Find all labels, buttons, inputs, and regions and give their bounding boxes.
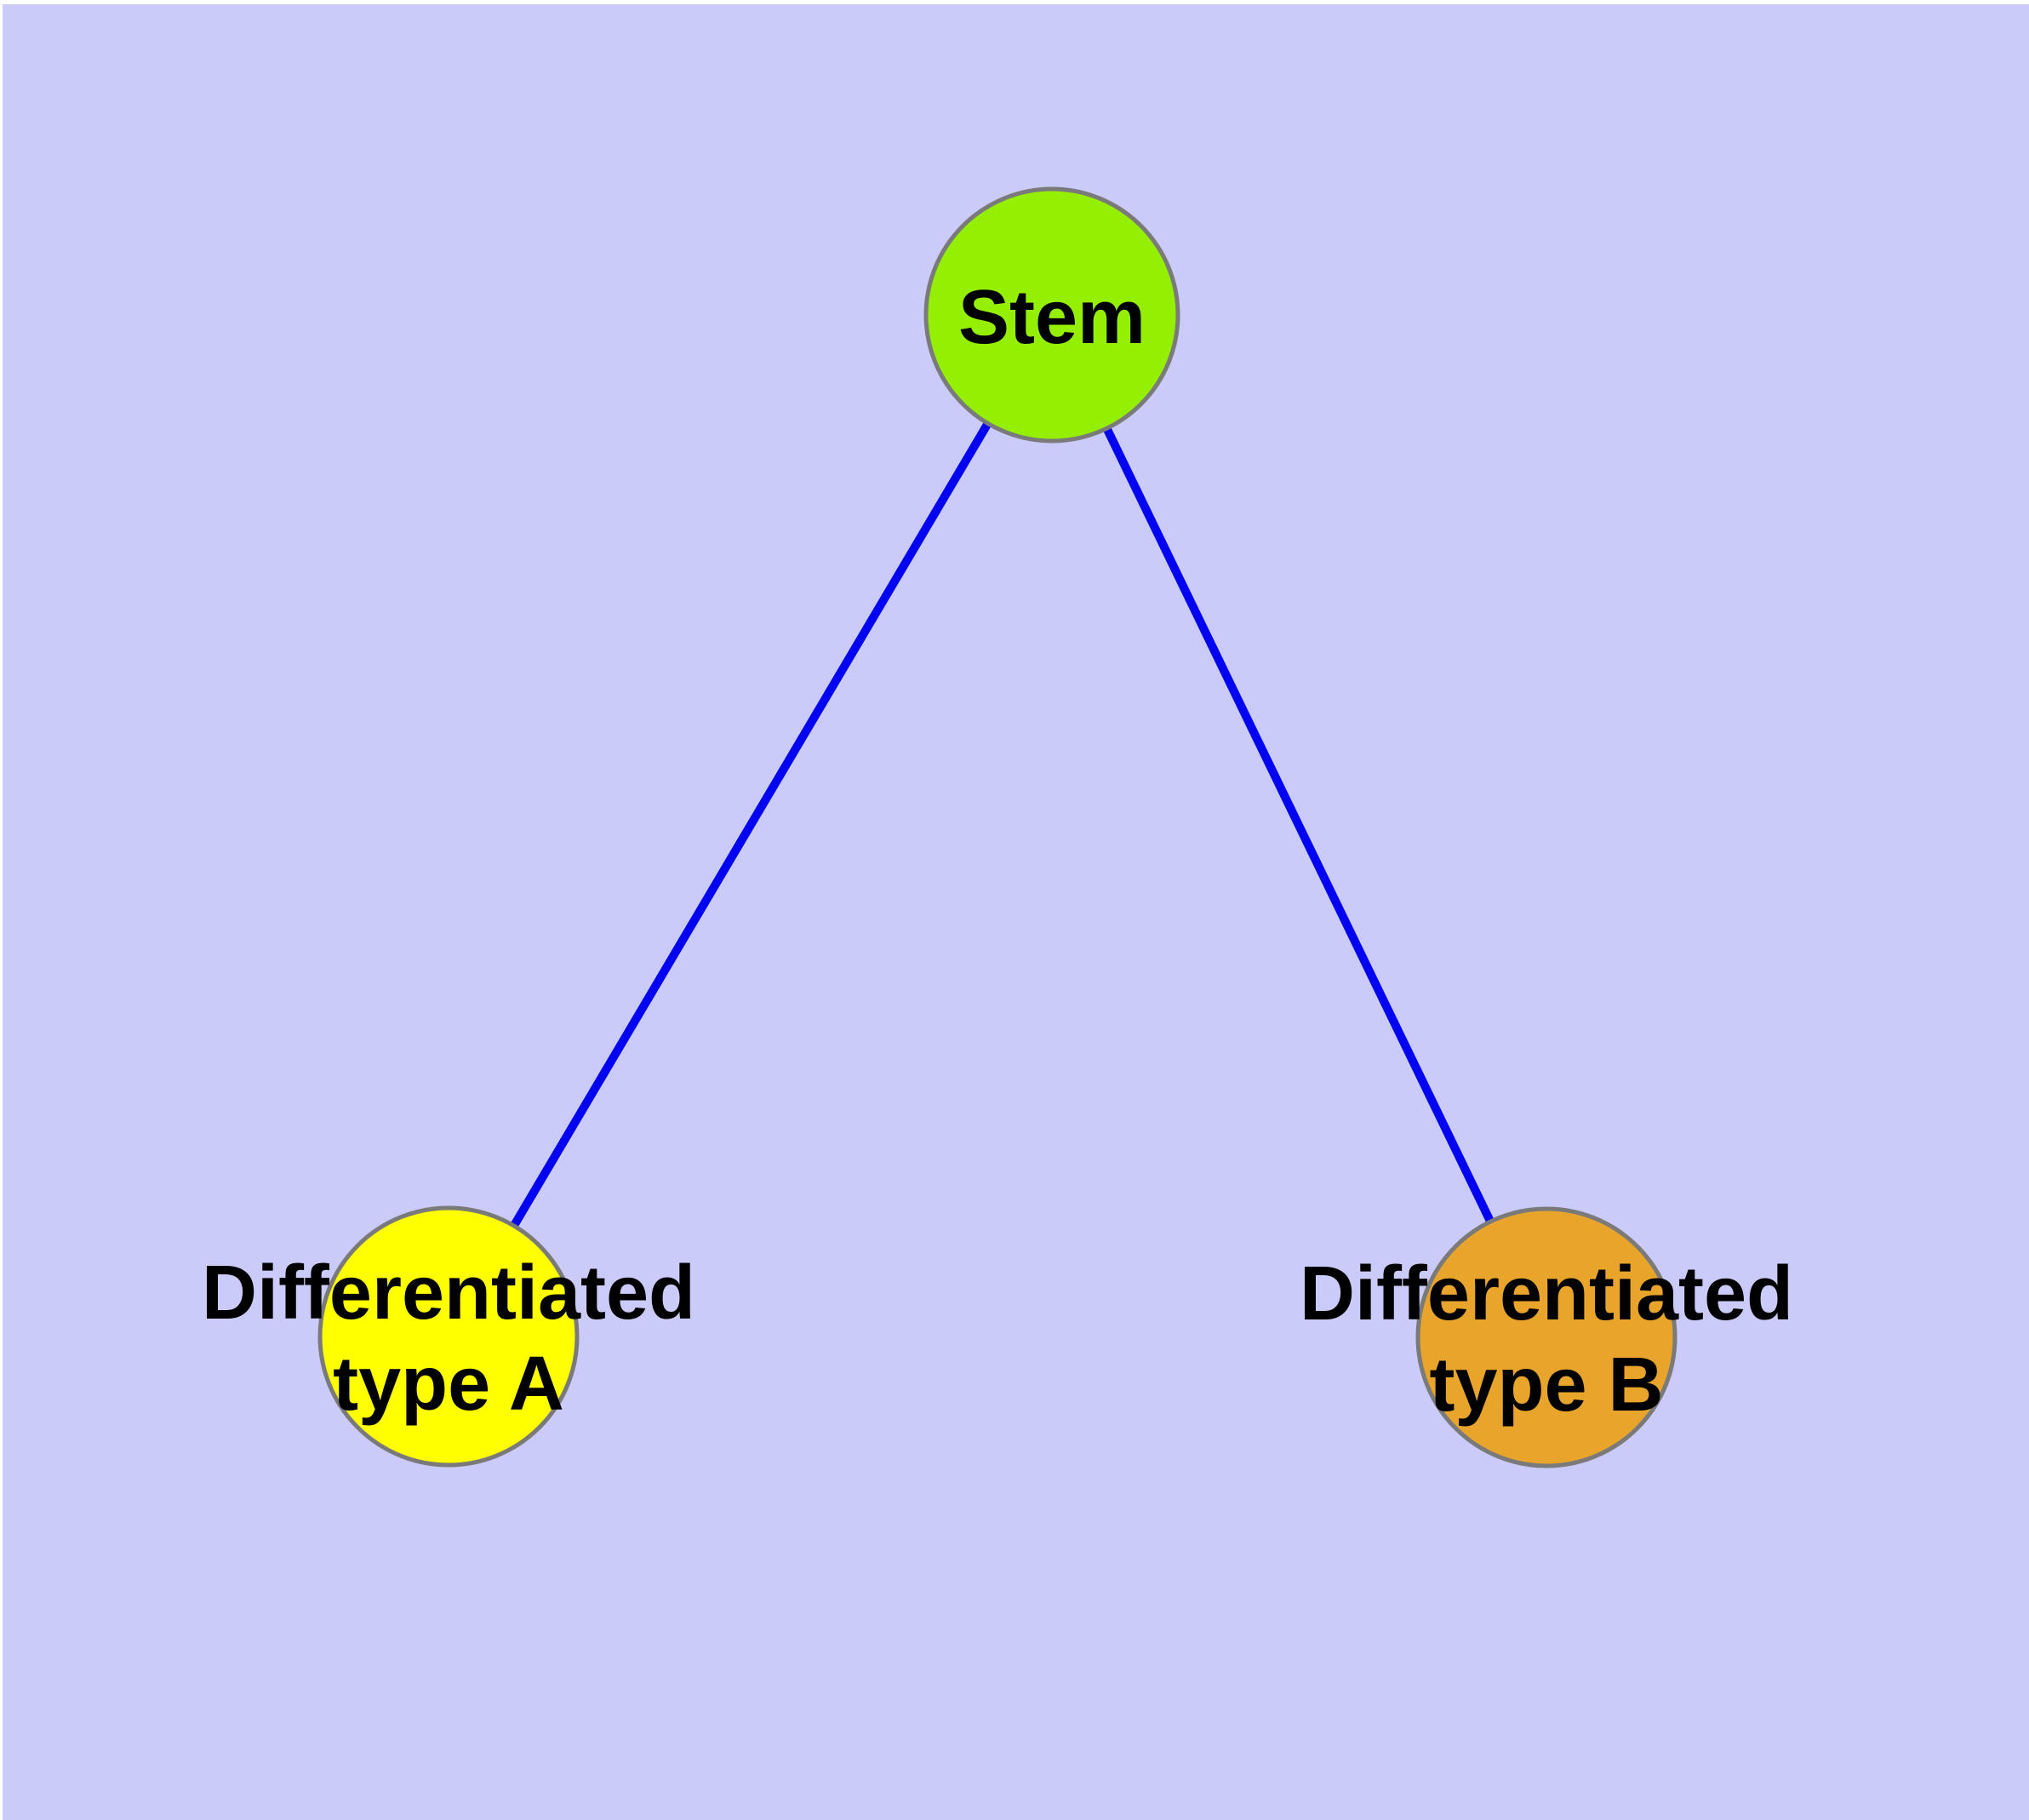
node-differentiated-type-a[interactable]: Differentiated type A <box>202 1205 695 1468</box>
edge-stem-to-type-b[interactable] <box>1048 312 1551 1340</box>
node-type-a-label-line1: Differentiated <box>202 1251 695 1336</box>
edge-stem-to-type-a[interactable] <box>444 312 1056 1339</box>
node-stem-circle[interactable] <box>923 186 1180 444</box>
node-stem[interactable]: Stem <box>923 186 1180 444</box>
node-type-b-label-line1: Differentiated <box>1300 1251 1793 1336</box>
node-stem-label: Stem <box>958 275 1146 360</box>
edge-layer <box>444 312 1551 1340</box>
node-type-b-label-line2: type B <box>1429 1342 1663 1428</box>
node-type-a-circle[interactable] <box>317 1205 580 1468</box>
node-type-b-circle[interactable] <box>1415 1206 1677 1468</box>
node-differentiated-type-b[interactable]: Differentiated type B <box>1300 1206 1793 1468</box>
node-type-a-label-line2: type A <box>333 1342 564 1427</box>
